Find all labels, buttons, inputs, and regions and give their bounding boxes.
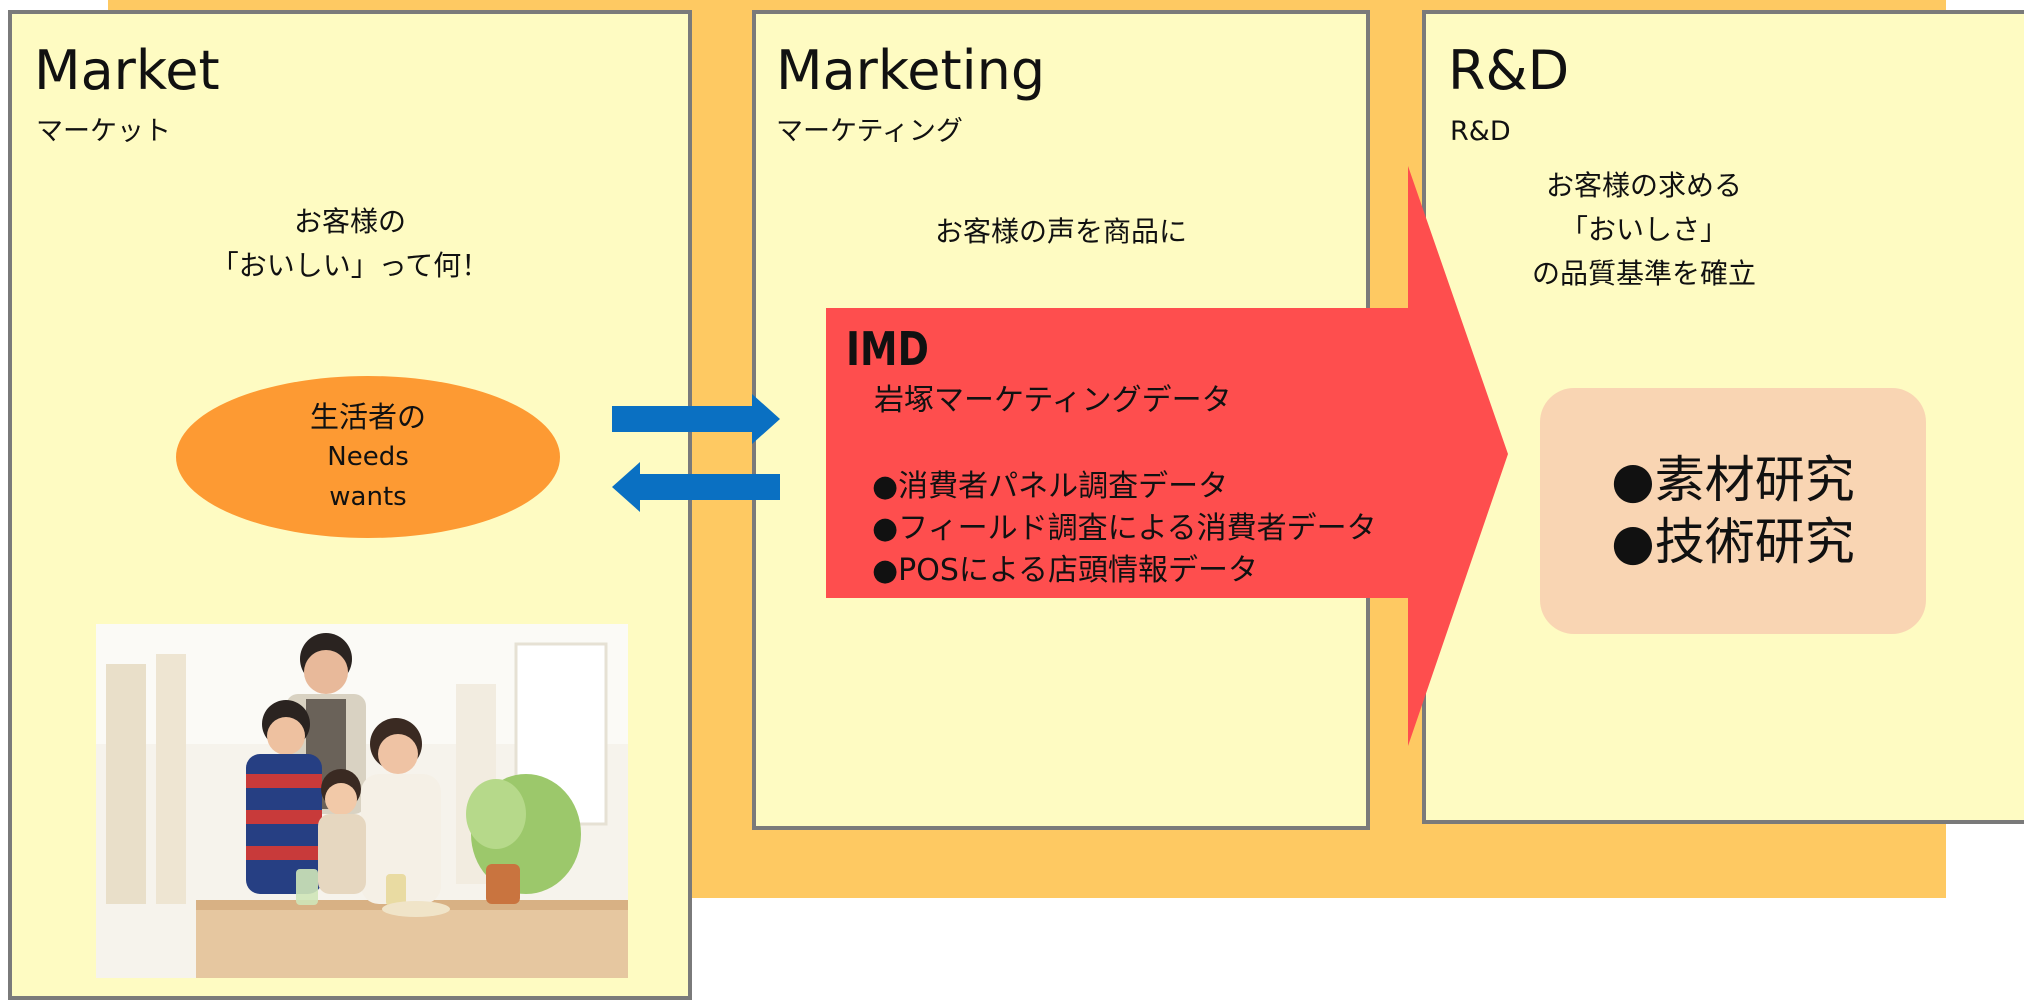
research-box: ●素材研究 ●技術研究 xyxy=(1540,388,1926,634)
marketing-title: Marketing xyxy=(776,39,1046,102)
marketing-description: お客様の声を商品に xyxy=(756,210,1366,254)
imd-title: IMD xyxy=(846,322,929,376)
market-description-line: 「おいしい」って何！ xyxy=(210,249,490,282)
market-description: お客様の 「おいしい」って何！ xyxy=(12,200,688,288)
needs-line: Needs xyxy=(327,442,409,472)
arrow-right-icon xyxy=(612,394,780,444)
rd-subtitle: R&D xyxy=(1450,116,1511,147)
needs-line: wants xyxy=(329,482,407,512)
arrow-left-icon xyxy=(612,462,780,512)
market-panel: Market マーケット お客様の 「おいしい」って何！ 生活者の Needs … xyxy=(8,10,692,1000)
needs-line: 生活者の xyxy=(309,400,426,434)
rd-title: R&D xyxy=(1448,39,1570,102)
imd-arrow xyxy=(826,166,1508,746)
marketing-subtitle: マーケティング xyxy=(776,116,963,147)
family-photo xyxy=(96,624,628,978)
needs-ellipse: 生活者の Needs wants xyxy=(176,376,560,538)
market-title: Market xyxy=(34,39,220,102)
marketing-description-line: お客様の声を商品に xyxy=(934,215,1187,248)
market-description-line: お客様の xyxy=(293,205,406,238)
imd-list-item: ●フィールド調査による消費者データ xyxy=(872,511,1377,546)
rd-description-line: の品質基準を確立 xyxy=(1531,257,1756,290)
imd-list-item: ●POSによる店頭情報データ xyxy=(872,553,1259,588)
imd-list-item: ●消費者パネル調査データ xyxy=(872,469,1229,504)
market-subtitle: マーケット xyxy=(36,116,171,147)
rd-description-line: お客様の求める xyxy=(1545,169,1742,202)
rd-description: お客様の求める 「おいしさ」 の品質基準を確立 xyxy=(1426,164,1862,296)
family-photo-illustration xyxy=(96,624,628,978)
research-item: ●技術研究 xyxy=(1611,513,1855,571)
imd-list: ●消費者パネル調査データ ●フィールド調査による消費者データ ●POSによる店頭… xyxy=(872,466,1377,592)
research-item: ●素材研究 xyxy=(1611,451,1855,509)
rd-description-line: 「おいしさ」 xyxy=(1559,213,1728,246)
imd-subtitle: 岩塚マーケティングデータ xyxy=(874,383,1232,418)
